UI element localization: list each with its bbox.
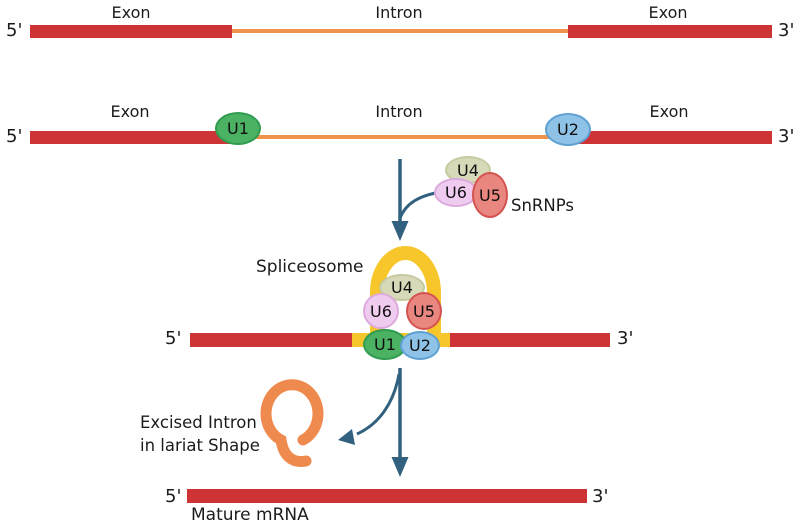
exon-bar [30, 131, 232, 144]
u6-snrnp: U6 [434, 178, 478, 207]
exon-bar [568, 25, 772, 38]
u2-snrnp: U2 [545, 113, 591, 146]
intron-line [232, 135, 568, 139]
five-prime-label: 5' [165, 328, 182, 349]
intron-label: Intron [375, 3, 423, 22]
exon-label: Exon [649, 102, 689, 121]
mature-mrna-bar [187, 489, 587, 503]
five-prime-label: 5' [6, 20, 23, 41]
mature-mrna-label: Mature mRNA [191, 505, 309, 525]
u5-snrnp-label: U5 [413, 301, 435, 321]
excised-intron-lariat [260, 379, 324, 468]
exon-bar [450, 333, 610, 347]
exon-bar [30, 25, 232, 38]
three-prime-label: 3' [592, 486, 609, 507]
down-arrow-head [391, 457, 409, 477]
excision-arrow-shaft [356, 373, 401, 436]
u4-snrnp-label: U4 [457, 160, 479, 180]
excised-intron-label-line1: Excised Intron [140, 413, 257, 432]
u1-snrnp: U1 [215, 112, 261, 145]
snrnps-label: SnRNPs [511, 196, 574, 215]
u5-snrnp: U5 [472, 172, 508, 218]
u6-snrnp-label: U6 [370, 301, 392, 321]
intron-line [232, 29, 568, 33]
exon-bar [568, 131, 772, 144]
exon-label: Exon [111, 3, 151, 22]
u6-snrnp: U6 [363, 293, 399, 329]
exon-label: Exon [648, 3, 688, 22]
u2-snrnp: U2 [400, 331, 440, 360]
u5-snrnp: U5 [406, 292, 442, 330]
u5-snrnp-label: U5 [479, 185, 501, 205]
excision-arrow-head [338, 429, 355, 445]
intron-label: Intron [375, 102, 423, 121]
three-prime-label: 3' [778, 126, 795, 147]
u4-snrnp-label: U4 [391, 278, 413, 297]
five-prime-label: 5' [165, 486, 182, 507]
exon-bar [190, 333, 352, 347]
spliceosome-label: Spliceosome [256, 257, 364, 277]
exon-label: Exon [110, 102, 150, 121]
three-prime-label: 3' [617, 328, 634, 349]
u1-snrnp: U1 [363, 329, 407, 360]
down-arrow-head [391, 221, 409, 241]
three-prime-label: 3' [778, 20, 795, 41]
five-prime-label: 5' [6, 126, 23, 147]
u2-snrnp-label: U2 [557, 120, 579, 139]
excised-intron-label-line2: in lariat Shape [140, 436, 260, 455]
u2-snrnp-label: U2 [409, 336, 431, 355]
u6-snrnp-label: U6 [445, 183, 467, 202]
u1-snrnp-label: U1 [227, 119, 249, 138]
u1-snrnp-label: U1 [374, 335, 396, 354]
